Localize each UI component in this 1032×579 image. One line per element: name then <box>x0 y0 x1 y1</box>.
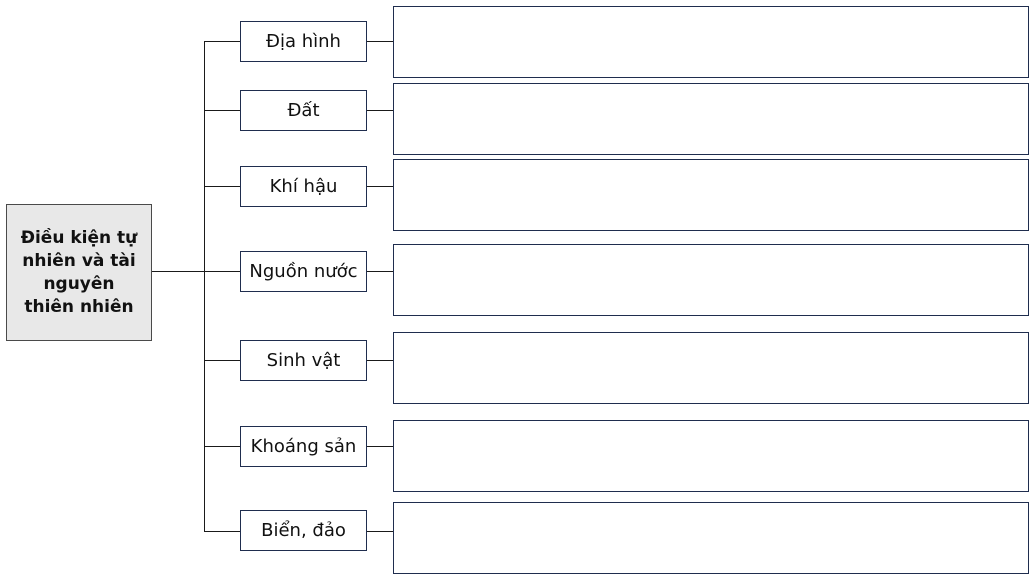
answer-box-nguon-nuoc[interactable] <box>393 244 1029 316</box>
branch-node-bien-dao: Biển, đảo <box>240 510 367 551</box>
branch-node-label: Khí hậu <box>269 176 338 197</box>
branch-node-nguon-nuoc: Nguồn nước <box>240 251 367 292</box>
answer-connector-line-6 <box>367 446 393 447</box>
answer-box-sinh-vat[interactable] <box>393 332 1029 404</box>
branch-node-sinh-vat: Sinh vật <box>240 340 367 381</box>
answer-connector-line-2 <box>367 110 393 111</box>
answer-connector-line-5 <box>367 360 393 361</box>
answer-box-bien-dao[interactable] <box>393 502 1029 574</box>
branch-node-label: Khoáng sản <box>250 436 357 457</box>
answer-connector-line-1 <box>367 41 393 42</box>
answer-box-khoang-san[interactable] <box>393 420 1029 492</box>
branch-node-khi-hau: Khí hậu <box>240 166 367 207</box>
branch-node-label: Địa hình <box>266 31 341 52</box>
branch-node-khoang-san: Khoáng sản <box>240 426 367 467</box>
branch-node-label: Đất <box>287 100 320 121</box>
answer-connector-line-3 <box>367 186 393 187</box>
branch-connector-line-3 <box>204 186 240 187</box>
root-node: Điều kiện tự nhiên và tài nguyên thiên n… <box>6 204 152 341</box>
branch-node-dat: Đất <box>240 90 367 131</box>
branch-connector-line-2 <box>204 110 240 111</box>
answer-box-dat[interactable] <box>393 83 1029 155</box>
branch-connector-line-7 <box>204 531 240 532</box>
branch-connector-line-5 <box>204 360 240 361</box>
answer-connector-line-7 <box>367 531 393 532</box>
branch-node-label: Sinh vật <box>266 350 341 371</box>
answer-box-khi-hau[interactable] <box>393 159 1029 231</box>
branch-connector-line-1 <box>204 41 240 42</box>
root-node-label: Điều kiện tự nhiên và tài nguyên thiên n… <box>20 227 138 317</box>
branch-node-label: Biển, đảo <box>261 520 346 541</box>
branch-node-label: Nguồn nước <box>249 261 358 282</box>
answer-connector-line-4 <box>367 271 393 272</box>
answer-box-dia-hinh[interactable] <box>393 6 1029 78</box>
branch-connector-line-6 <box>204 446 240 447</box>
branch-node-dia-hinh: Địa hình <box>240 21 367 62</box>
trunk-line <box>204 41 205 531</box>
root-connector-line <box>152 271 204 272</box>
branch-connector-line-4 <box>204 271 240 272</box>
